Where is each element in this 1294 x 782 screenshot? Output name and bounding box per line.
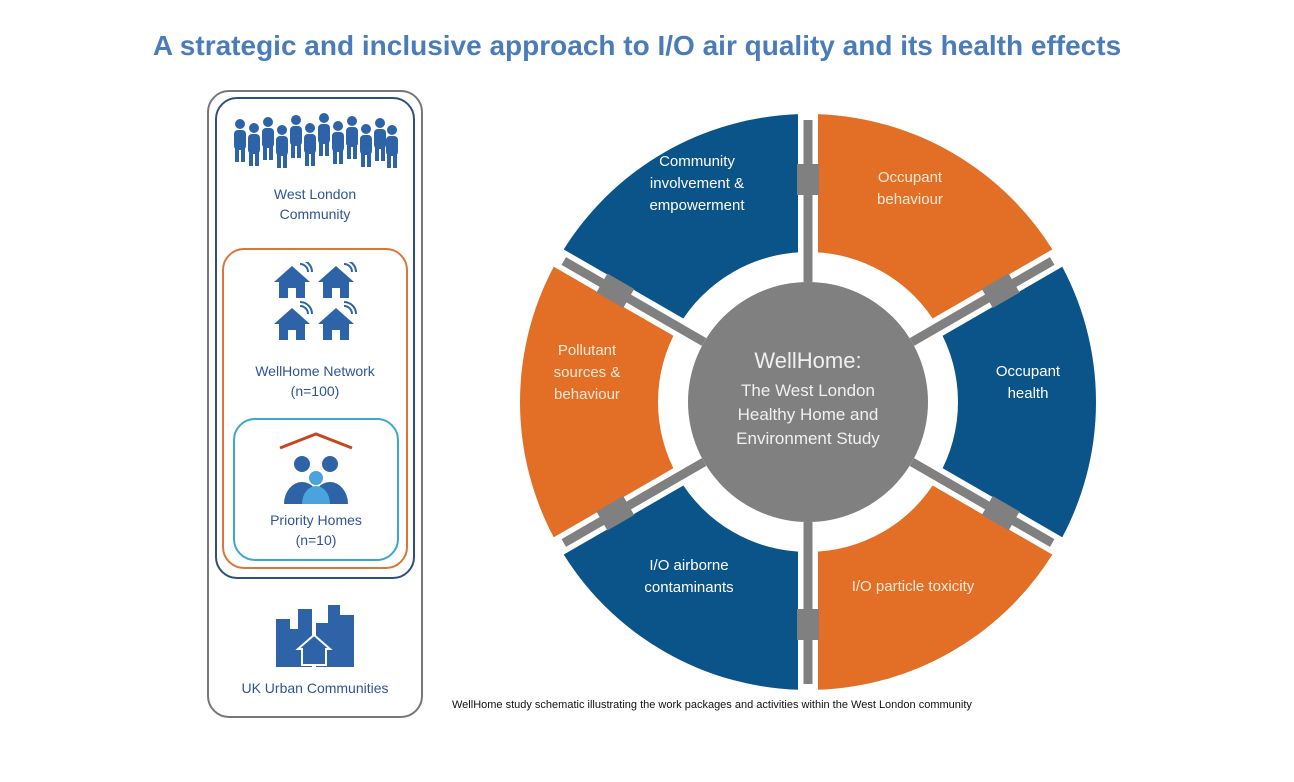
center-title-line: Environment Study	[736, 429, 880, 448]
center-title-line: Healthy Home and	[738, 405, 879, 424]
segment-label: health	[1008, 385, 1049, 402]
wheel-segment	[808, 477, 1058, 690]
segment-label: contaminants	[644, 579, 733, 596]
network-label-line2: (n=100)	[290, 383, 340, 399]
spoke-connector	[596, 273, 635, 309]
segment-label: behaviour	[554, 386, 620, 403]
segment-label: Community	[659, 153, 735, 170]
community-label-line2: Community	[279, 206, 351, 222]
segment-label: empowerment	[649, 197, 745, 214]
community-label: West London Community	[215, 184, 415, 224]
priority-label-line1: Priority Homes	[270, 512, 362, 528]
center-hub	[688, 282, 928, 522]
segment-label: I/O particle toxicity	[852, 578, 975, 595]
wheel-segment	[520, 258, 679, 546]
segment-label: sources &	[554, 364, 621, 381]
uk-urban-box	[207, 90, 423, 718]
wheel-segment	[808, 114, 1058, 327]
urban-label: UK Urban Communities	[241, 680, 389, 696]
wellhome-network-box	[222, 248, 408, 569]
spoke-connector	[981, 273, 1020, 309]
spoke-connector	[981, 495, 1020, 531]
wheel-segment	[558, 113, 808, 327]
connected-houses-icon	[273, 262, 357, 341]
community-label-line1: West London	[273, 186, 357, 202]
priority-label-line2: (n=10)	[295, 532, 337, 548]
center-title-line: WellHome:	[754, 348, 861, 373]
west-london-box	[215, 97, 415, 579]
spoke	[561, 257, 707, 346]
spoke-connector	[596, 495, 635, 531]
priority-label: Priority Homes (n=10)	[233, 510, 399, 550]
spoke	[561, 458, 707, 547]
network-label: WellHome Network (n=100)	[222, 361, 408, 401]
segment-label: behaviour	[877, 191, 943, 208]
people-icon	[234, 113, 398, 168]
page-title: A strategic and inclusive approach to I/…	[152, 30, 1122, 61]
family-home-icon	[279, 432, 353, 504]
segment-label: I/O airborne	[649, 557, 728, 574]
figure-caption: WellHome study schematic illustrating th…	[452, 699, 972, 711]
wheel-segment	[937, 258, 1096, 546]
priority-homes-box	[233, 418, 399, 561]
network-label-line1: WellHome Network	[255, 363, 375, 379]
segment-label: Occupant	[996, 363, 1061, 380]
segment-label: Pollutant	[558, 342, 617, 359]
spoke	[909, 458, 1055, 547]
spoke	[909, 257, 1055, 346]
segment-label: Occupant	[878, 169, 943, 186]
center-title-line: The West London	[741, 381, 875, 400]
city-icon	[276, 605, 354, 667]
wheel-segment	[558, 477, 808, 690]
segment-label: involvement &	[650, 175, 744, 192]
